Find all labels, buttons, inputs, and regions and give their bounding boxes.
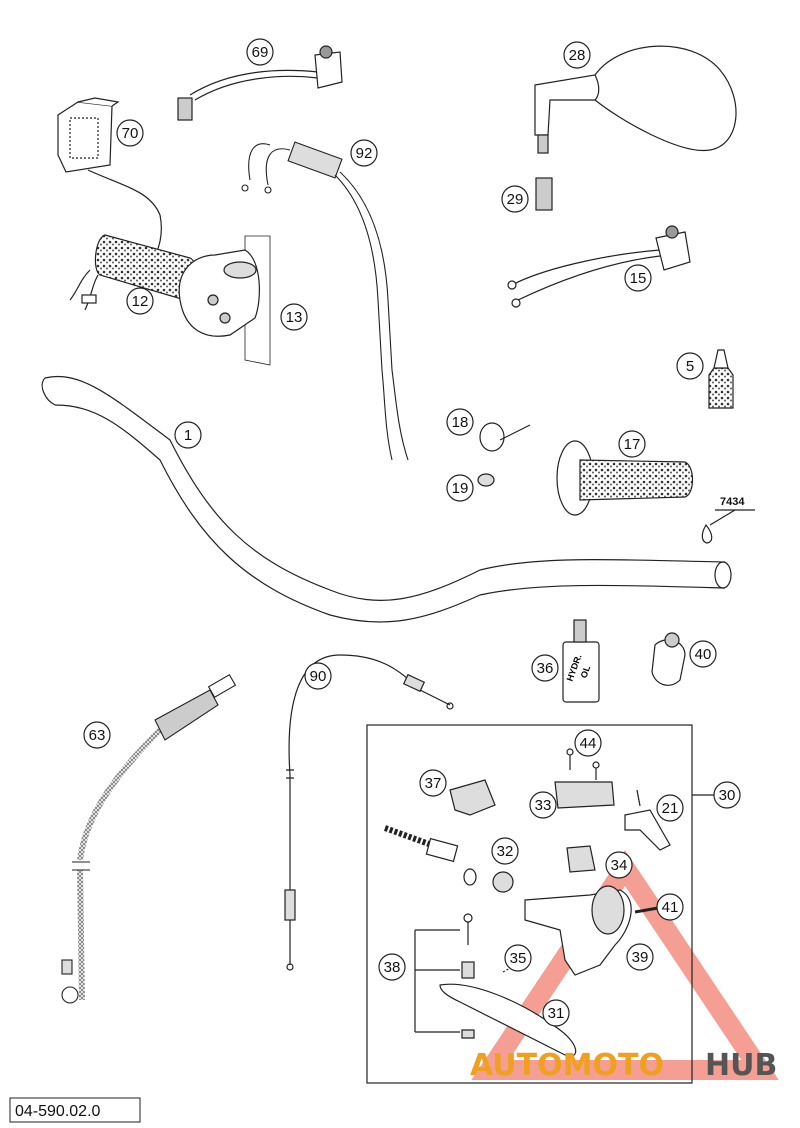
callout-28: 28 (569, 47, 586, 64)
switch-15 (507, 225, 691, 308)
callout-1: 1 (184, 427, 192, 444)
callout-33-circle (529, 791, 557, 819)
callout-69-circle (246, 38, 274, 66)
callout-70-circle (116, 119, 144, 147)
grease-bottle-5 (708, 349, 734, 409)
mirror-adapter-29 (535, 177, 553, 211)
clamp-40 (651, 632, 686, 686)
nut-19 (477, 473, 495, 487)
master-cylinder-box-30 (366, 724, 715, 1084)
callout-38-circle (378, 953, 406, 981)
callout-39: 39 (632, 949, 649, 966)
callout-92: 92 (356, 145, 373, 162)
hydraulic-oil-bottle-36 (562, 619, 600, 703)
callout-31: 31 (548, 1005, 565, 1022)
callout-36: 36 (537, 660, 554, 677)
master-cylinder-parts (383, 748, 671, 1057)
callout-41-circle (656, 893, 684, 921)
grip-17 (556, 440, 694, 516)
callout-63-circle (83, 721, 111, 749)
callout-32-circle (491, 837, 519, 865)
callout-15: 15 (630, 270, 647, 287)
callout-15-circle (624, 264, 652, 292)
callout-30-circle (713, 781, 741, 809)
handlebar (41, 376, 732, 623)
callout-92-circle (350, 139, 378, 167)
mirror-28 (534, 45, 737, 154)
callout-32: 32 (497, 843, 514, 860)
callout-36-circle (531, 654, 559, 682)
callout-21-circle (656, 794, 684, 822)
callout-35-circle (504, 944, 532, 972)
callout-21: 21 (662, 800, 679, 817)
callout-63: 63 (89, 727, 106, 744)
throttle-grip-12 (69, 234, 197, 311)
callout-37: 37 (425, 775, 442, 792)
callout-40-circle (689, 640, 717, 668)
locking-compound-drop (701, 509, 755, 544)
cable-tie-18 (479, 422, 531, 452)
document-number-box (9, 1097, 141, 1123)
callout-17: 17 (624, 436, 641, 453)
callout-13: 13 (286, 309, 303, 326)
callout-12: 12 (132, 293, 149, 310)
watermark-part2: HUB (705, 1048, 777, 1083)
callout-29: 29 (507, 191, 524, 208)
callout-28-circle (563, 41, 591, 69)
watermark-text: AUTOMOTO HUB (470, 1048, 777, 1083)
document-number: 04-590.02.0 (15, 1103, 101, 1120)
throttle-housing-13 (178, 235, 271, 366)
callout-69: 69 (252, 44, 269, 61)
callout-12-circle (126, 287, 154, 315)
callout-19-circle (446, 474, 474, 502)
callout-29-circle (501, 185, 529, 213)
brake-hose-63 (61, 674, 237, 1004)
callout-40: 40 (695, 646, 712, 663)
callout-18: 18 (452, 414, 469, 431)
oil-label-line2: OL (579, 664, 593, 680)
callout-31-circle (542, 999, 570, 1027)
watermark-part1: AUTOMOTO (470, 1048, 664, 1083)
callout-labels: 69 70 92 28 29 15 12 13 5 1 18 19 17 36 … (89, 44, 736, 1022)
callout-34-circle (605, 851, 633, 879)
kill-switch-69 (177, 45, 343, 121)
callout-44-circle (574, 729, 602, 757)
ref-number-7434: 7434 (720, 496, 745, 508)
callout-35: 35 (510, 950, 527, 967)
callout-5-circle (676, 352, 704, 380)
callout-5: 5 (686, 358, 694, 375)
throttle-cables-92 (241, 141, 409, 461)
clutch-cable-90 (284, 654, 454, 971)
callout-19: 19 (452, 480, 469, 497)
callout-44: 44 (580, 735, 597, 752)
callout-34: 34 (611, 857, 628, 874)
callout-70: 70 (122, 125, 139, 142)
callout-17-circle (618, 430, 646, 458)
callout-38: 38 (384, 959, 401, 976)
callout-1-circle (174, 421, 202, 449)
callout-18-circle (446, 408, 474, 436)
switch-housing-70 (57, 97, 162, 271)
callout-30: 30 (719, 787, 736, 804)
callouts (83, 38, 741, 1027)
callout-33: 33 (535, 797, 552, 814)
callout-13-circle (280, 303, 308, 331)
callout-41: 41 (662, 899, 679, 916)
callout-90-circle (304, 662, 332, 690)
callout-37-circle (419, 769, 447, 797)
callout-90: 90 (310, 668, 327, 685)
callout-39-circle (626, 943, 654, 971)
